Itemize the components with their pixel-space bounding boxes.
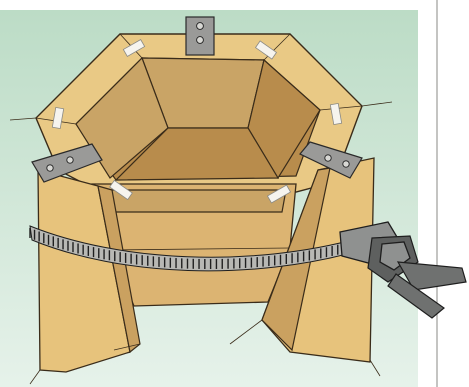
top-mending-plate xyxy=(186,17,214,55)
